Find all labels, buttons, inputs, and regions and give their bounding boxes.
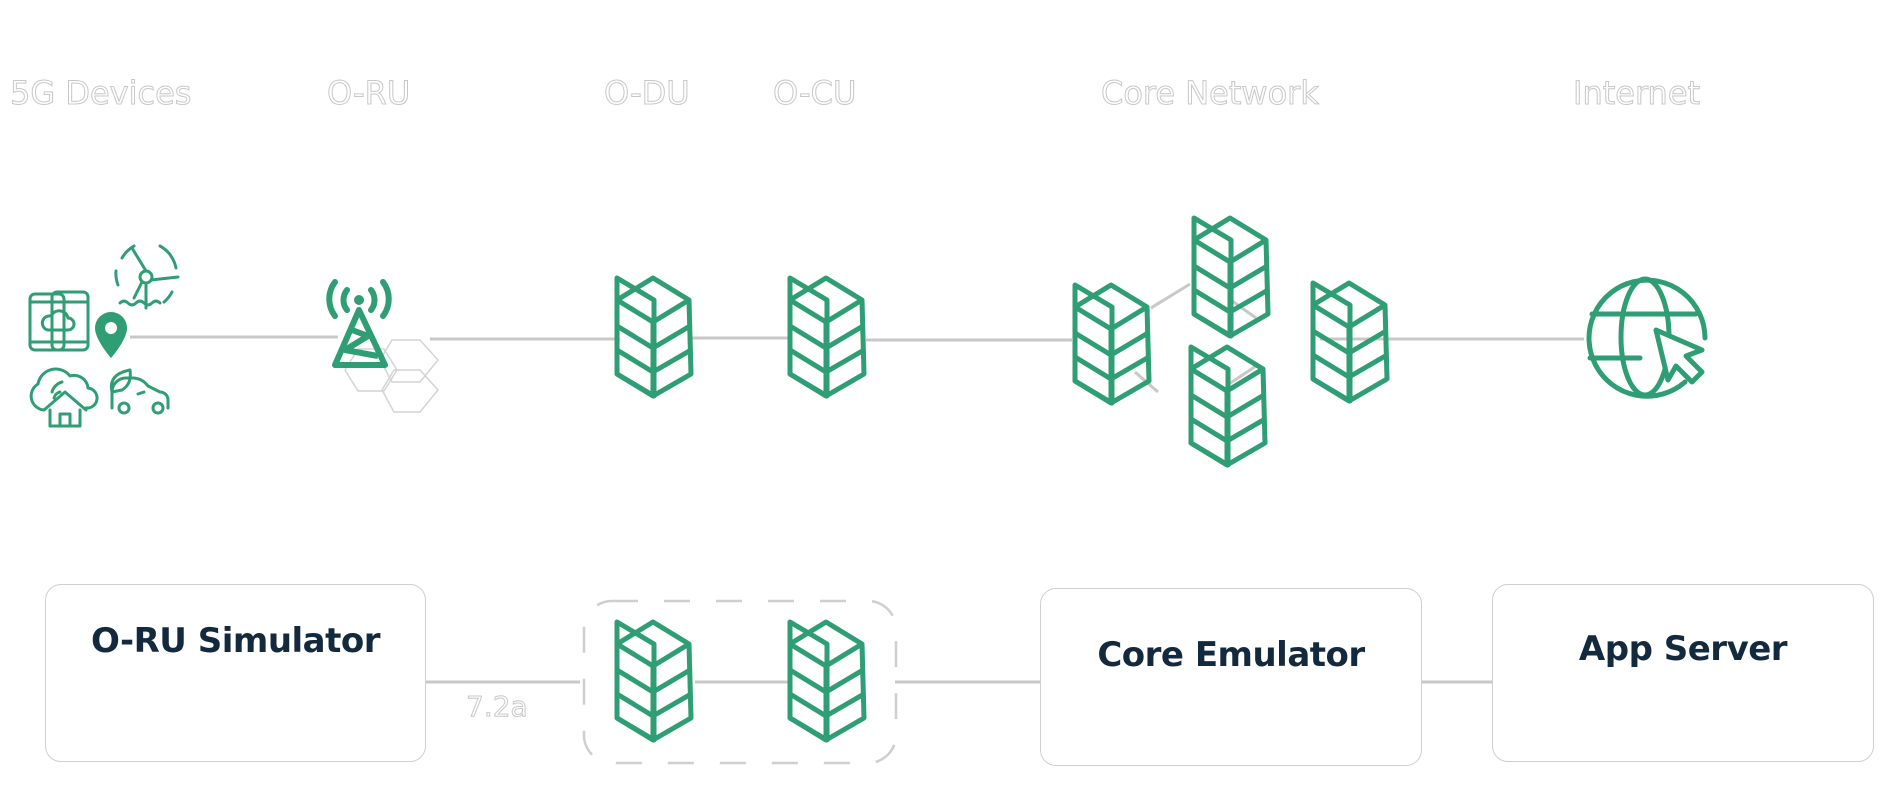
location-pin-icon — [95, 312, 127, 358]
server-stack-icon-core-left — [1075, 285, 1149, 403]
link-core-mesh-4 — [1225, 364, 1257, 388]
wind-turbine-icon — [114, 244, 180, 310]
server-stack-icon-dut-ocu — [790, 622, 864, 740]
server-stack-icon-core-right — [1313, 283, 1387, 401]
top-connection-lines — [130, 282, 1584, 394]
column-label-5g-devices: 5G Devices — [9, 74, 192, 113]
column-label-o-ru: O-RU — [326, 74, 411, 113]
column-label-internet: Internet — [1572, 74, 1701, 113]
core-emulator-title: Core Emulator — [1097, 635, 1365, 675]
server-stack-icon-dut-odu — [617, 622, 691, 740]
server-stack-icon-ocu — [790, 278, 864, 396]
server-stack-icon-core-bottom — [1191, 347, 1265, 465]
app-server-box[interactable]: App Server — [1492, 584, 1874, 762]
server-stack-icon-odu — [617, 278, 691, 396]
cell-tower-icon — [326, 279, 392, 368]
dut-boundary — [582, 599, 898, 765]
column-label-o-cu: O-CU — [772, 74, 857, 113]
core-emulator-box[interactable]: Core Emulator — [1040, 588, 1422, 766]
app-server-title: App Server — [1578, 629, 1788, 669]
interface-label-7-2a: 7.2a — [466, 690, 529, 724]
hexagon-decor — [344, 339, 439, 413]
smartphones-cloud-icon — [28, 290, 90, 352]
link-core-mesh-1b — [1150, 282, 1191, 310]
column-label-core-network: Core Network — [1101, 74, 1320, 113]
eco-car-icon — [109, 368, 170, 415]
smart-home-cloud-icon — [29, 367, 99, 428]
globe-cursor-icon — [1586, 276, 1708, 399]
server-stack-icon-core-top — [1194, 218, 1268, 336]
column-label-o-du: O-DU — [604, 74, 691, 113]
oru-simulator-box[interactable]: O-RU Simulator — [45, 584, 426, 762]
oru-simulator-title: O-RU Simulator — [90, 621, 381, 661]
